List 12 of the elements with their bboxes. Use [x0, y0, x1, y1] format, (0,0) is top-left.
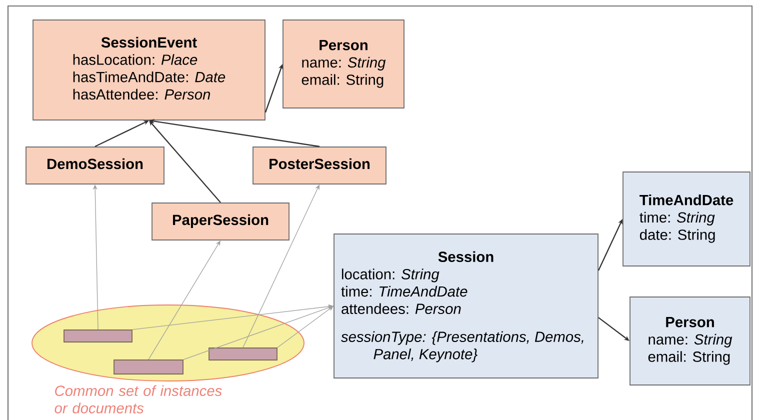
caption-text: Common set of instances or documents — [54, 385, 222, 414]
class-box: TimeAndDate time: String date: String — [622, 172, 750, 266]
class-box: Person name: String email: String — [630, 296, 750, 386]
instance-bar — [64, 330, 132, 342]
instance-bar — [114, 360, 184, 374]
class-box: PosterSession — [252, 146, 386, 184]
class-box: DemoSession — [26, 146, 164, 184]
class-box: Session location: String time: TimeAndDate attendees: Person sessionType: {Presentations, Demos, Panel, Keynote} — [334, 234, 598, 378]
class-box: SessionEvent hasLocation: Place hasTimeAndDate: Date hasAttendee: Person — [32, 20, 266, 120]
class-box: Person name: String email: String — [282, 20, 404, 108]
instance-bar — [208, 348, 278, 360]
class-box: PaperSession — [152, 202, 290, 240]
